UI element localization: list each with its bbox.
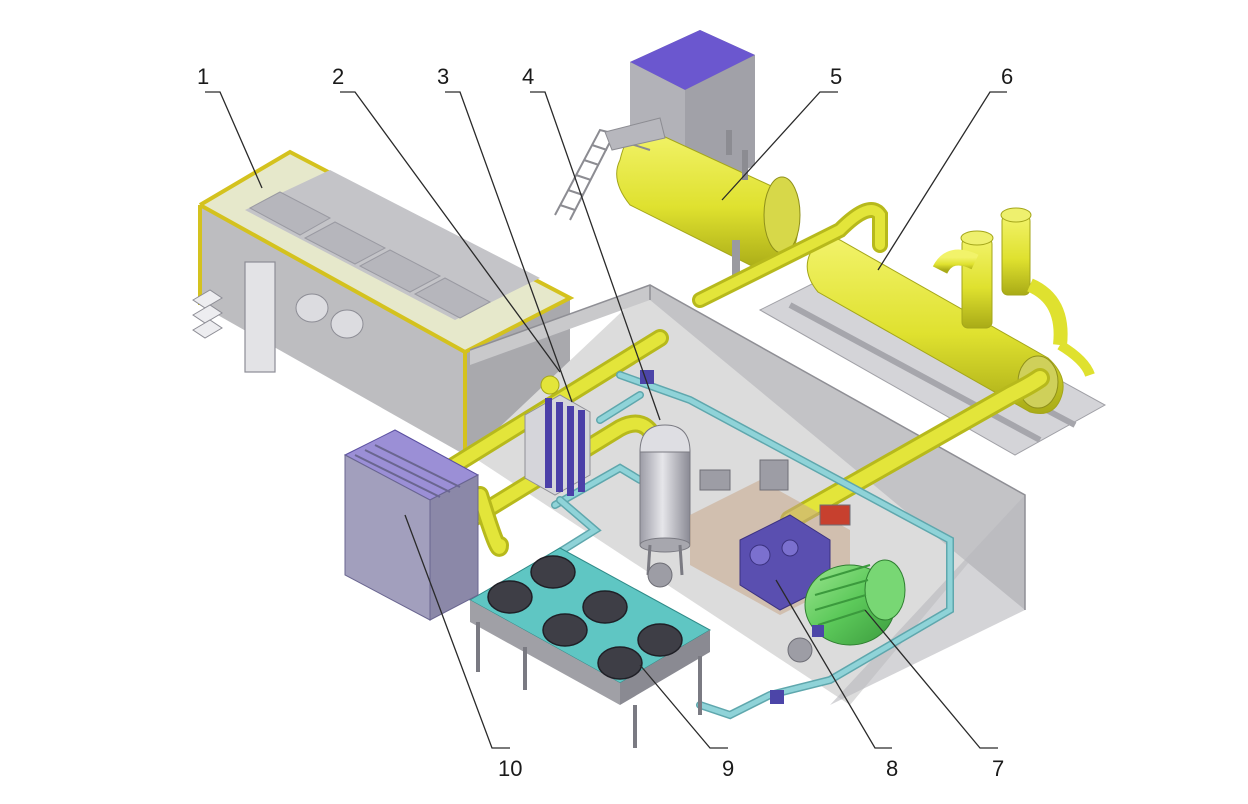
vent-icon bbox=[330, 309, 364, 339]
valve-icon bbox=[770, 690, 784, 704]
oil-separator-skid bbox=[758, 207, 1107, 456]
container-door bbox=[244, 261, 276, 373]
label-1: 1 bbox=[197, 64, 209, 89]
compressor-unit bbox=[640, 370, 906, 704]
control-cabinet bbox=[343, 429, 480, 621]
dry-cooler bbox=[468, 547, 712, 748]
fan-icon bbox=[597, 646, 643, 680]
label-3: 3 bbox=[437, 64, 449, 89]
gas-vessel bbox=[639, 424, 691, 576]
label-8: 8 bbox=[886, 756, 898, 781]
label-10: 10 bbox=[498, 756, 522, 781]
fan-icon bbox=[487, 580, 533, 614]
container-enclosure bbox=[192, 149, 575, 455]
label-4: 4 bbox=[522, 64, 534, 89]
fan-icon bbox=[582, 590, 628, 624]
label-5: 5 bbox=[830, 64, 842, 89]
fan-icon bbox=[530, 555, 576, 589]
valve-icon bbox=[812, 625, 824, 637]
fan-icon bbox=[637, 623, 683, 657]
cabinet-roof bbox=[630, 30, 755, 90]
fan-icon bbox=[542, 613, 588, 647]
label-6: 6 bbox=[1001, 64, 1013, 89]
label-7: 7 bbox=[992, 756, 1004, 781]
vent-icon bbox=[295, 293, 329, 323]
receiver-vessel bbox=[554, 30, 801, 275]
leader-lines bbox=[205, 91, 1007, 749]
plate-heat-exchanger bbox=[524, 375, 591, 496]
electric-motor bbox=[804, 559, 906, 646]
label-9: 9 bbox=[722, 756, 734, 781]
label-2: 2 bbox=[332, 64, 344, 89]
